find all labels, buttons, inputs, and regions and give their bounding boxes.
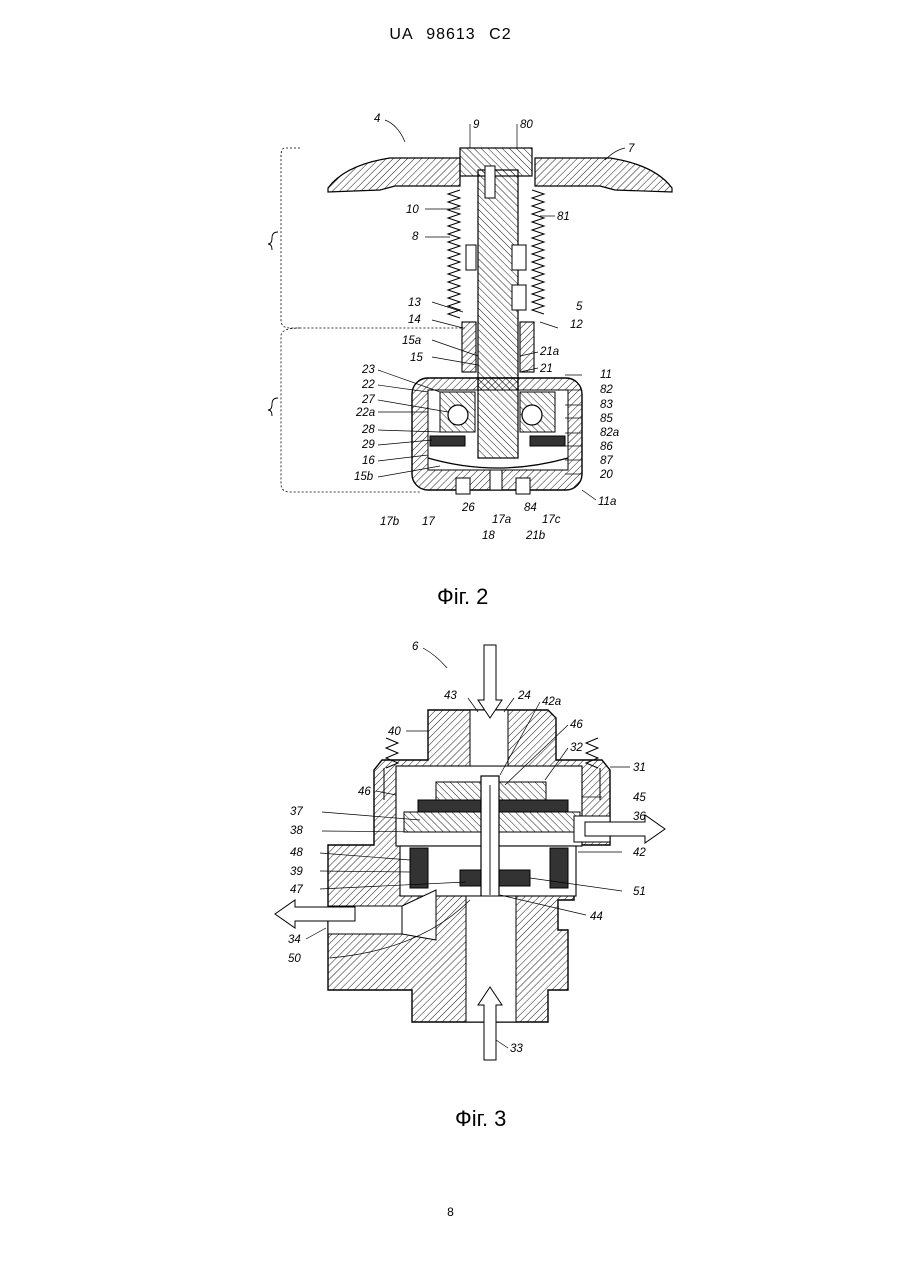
fig2-label-22: 22 [361,379,375,391]
fig3-label-50: 50 [288,953,301,965]
fig2-label-17b: 17b [380,516,400,528]
fig3-label-31: 31 [633,762,646,774]
fig3-label-44: 44 [590,911,603,923]
fig2-label-83: 83 [600,399,613,411]
fig3-label-6: 6 [412,641,419,653]
fig3-label-40: 40 [388,726,401,738]
fig2-label-14: 14 [408,314,421,326]
fig3-label-51: 51 [633,886,646,898]
fig2-label-8: 8 [412,231,419,243]
fig3-label-38: 38 [290,825,303,837]
fig2-label-15a: 15a [402,335,421,347]
fig2-label-11a: 11a [598,496,616,508]
fig2-label-21a: 21a [539,346,559,358]
fig2-label-29: 29 [361,439,375,451]
fig2-label-22a: 22a [355,407,375,419]
fig2-label-86: 86 [600,441,613,453]
fig3-label-48: 48 [290,847,303,859]
fig2-label-16: 16 [362,455,375,467]
fig2-label-17a: 17a [492,514,511,526]
fig3-label-46a: 46 [570,719,583,731]
figure-3-drawing: 6 43 24 42a 40 46 32 31 46 45 37 36 38 4… [262,630,682,1070]
figure-2-caption: Фіг. 2 [437,584,488,610]
fig3-label-42: 42 [633,847,646,859]
fig3-label-34: 34 [288,934,301,946]
fig2-label-15: 15 [410,352,423,364]
fig3-label-45: 45 [633,792,646,804]
fig2-label-13: 13 [408,297,421,309]
fig3-label-36: 36 [633,811,646,823]
fig2-label-87: 87 [600,455,613,467]
fig2-label-84: 84 [524,502,537,514]
page-number: 8 [0,1205,901,1219]
fig2-label-17: 17 [422,516,435,528]
fig2-label-85: 85 [600,413,613,425]
fig2-label-80: 80 [520,119,533,131]
fig2-label-26: 26 [461,502,475,514]
fig3-label-43: 43 [444,690,457,702]
fig2-label-81: 81 [557,211,570,223]
fig2-label-7: 7 [628,143,635,155]
fig2-label-4: 4 [374,113,380,125]
fig2-label-10: 10 [406,204,419,216]
fig2-label-27: 27 [361,394,375,406]
fig3-label-33: 33 [510,1043,523,1055]
fig3-label-32: 32 [570,742,583,754]
patent-header: UA 98613 C2 [0,26,901,44]
figure-3-caption: Фіг. 3 [455,1106,506,1132]
fig2-label-17c: 17c [542,514,561,526]
fig2-label-12: 12 [570,319,583,331]
fig2-label-82a: 82a [600,427,619,439]
fig2-label-20: 20 [599,469,613,481]
fig2-label-9: 9 [473,119,480,131]
fig2-label-5: 5 [576,301,583,313]
fig3-label-47: 47 [290,884,303,896]
fig2-label-15b: 15b [354,471,374,483]
fig2-label-18: 18 [482,530,495,542]
fig3-label-46b: 46 [358,786,371,798]
fig2-label-21b: 21b [525,530,546,542]
fig2-label-23: 23 [361,364,375,376]
fig3-label-24: 24 [517,690,531,702]
fig2-label-82: 82 [600,384,613,396]
fig3-label-39: 39 [290,866,303,878]
fig3-label-42a: 42a [542,696,561,708]
figure-2-drawing: 4 9 80 7 10 81 8 13 5 14 12 15a 21a 15 2… [262,105,682,610]
fig2-label-11: 11 [600,369,612,381]
fig2-label-21: 21 [539,363,553,375]
fig2-label-28: 28 [361,424,375,436]
fig3-label-37: 37 [290,806,303,818]
